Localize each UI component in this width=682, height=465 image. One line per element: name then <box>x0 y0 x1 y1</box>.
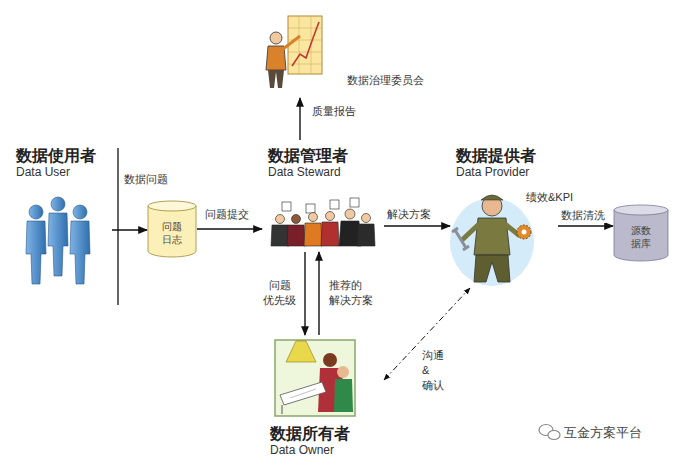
user-bar <box>117 148 118 305</box>
role-node: 数据管理者Data Steward <box>262 140 384 252</box>
stewards-icon <box>271 198 375 246</box>
edge-label: 解决方案 <box>386 207 432 222</box>
watermark: 互金方案平台 <box>564 424 642 442</box>
worker-icon <box>450 195 534 286</box>
committee-node: 数据治理委员会 <box>258 12 428 98</box>
log-cylinder: 问题 日志 <box>147 200 197 258</box>
cylinder-body <box>148 206 196 257</box>
edge-label: 问题 优先级 <box>262 278 297 308</box>
node-title: 数据提供者 <box>456 146 536 165</box>
arrow-connector <box>384 225 450 226</box>
arrow-connector <box>558 225 613 226</box>
node-title: 数据使用者 <box>16 146 96 165</box>
node-subtitle: Data Owner <box>270 443 334 458</box>
arrow-connector <box>197 228 262 229</box>
edge-label: 数据问题 <box>123 172 169 187</box>
node-title: 数据所有者 <box>270 424 350 443</box>
node-title: 数据治理委员会 <box>347 73 424 88</box>
cylinder-top <box>614 205 668 215</box>
kpi-label: 绩效&KPI <box>526 190 573 205</box>
users-icon <box>26 197 90 284</box>
role-node: 数据所有者Data Owner <box>262 335 384 460</box>
node-subtitle: Data Steward <box>268 165 341 180</box>
arrow-connector <box>318 252 319 335</box>
edge-label: 沟通&确认 <box>421 348 445 393</box>
edge-label: 推荐的 解决方案 <box>328 278 374 308</box>
node-title: 问题 日志 <box>162 220 182 246</box>
cylinder-body <box>614 210 668 261</box>
owner-icon <box>275 340 355 416</box>
arrow-connector <box>112 229 147 230</box>
cylinder-top <box>148 201 196 211</box>
edge-label: 数据清洗 <box>560 208 606 223</box>
node-title: 源数 据库 <box>631 224 651 250</box>
role-node: 数据提供者Data Provider <box>450 140 558 288</box>
arrow-connector <box>304 252 305 335</box>
edge-label: 质量报告 <box>311 104 357 119</box>
node-title: 数据管理者 <box>268 146 348 165</box>
committee-icon <box>266 16 322 88</box>
edge-label: 问题提交 <box>204 207 250 222</box>
node-subtitle: Data User <box>16 165 70 180</box>
arrow-connector <box>299 98 300 140</box>
database-cylinder: 源数 据库 <box>613 204 669 262</box>
node-subtitle: Data Provider <box>456 165 529 180</box>
watermark-icon <box>539 425 560 440</box>
role-node: 数据使用者Data User <box>10 140 112 300</box>
